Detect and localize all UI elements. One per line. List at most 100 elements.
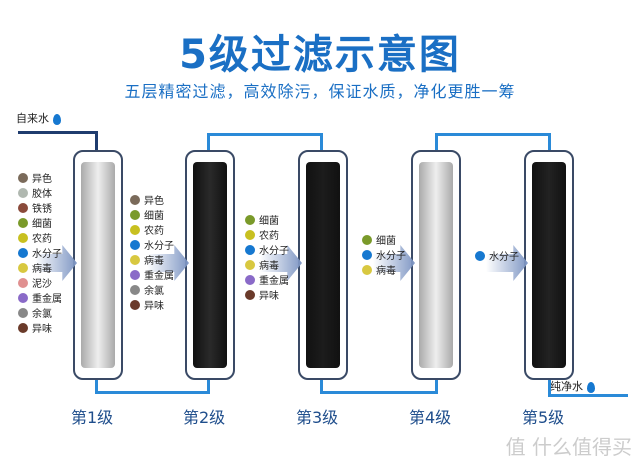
pipe (207, 380, 210, 393)
filter-core (419, 162, 453, 368)
contaminant-icon (18, 187, 28, 198)
contaminant-label: 水分子 (144, 241, 174, 252)
filter-core (193, 162, 227, 368)
contaminant-item: 异味 (18, 320, 62, 335)
contaminant-item: 农药 (18, 230, 62, 245)
filter-cartridge-3 (298, 150, 348, 380)
filter-cartridge-2 (185, 150, 235, 380)
contaminant-icon (362, 249, 372, 260)
contaminant-label: 农药 (259, 231, 279, 242)
contaminant-label: 异色 (144, 196, 164, 207)
pipe (435, 133, 551, 136)
contaminant-icon (245, 229, 255, 240)
contaminant-label: 重金属 (32, 294, 62, 305)
filter-cartridge-5 (524, 150, 574, 380)
contaminant-item: 水分子 (475, 248, 519, 263)
contaminant-item: 泥沙 (18, 275, 62, 290)
contaminant-item: 余氯 (130, 282, 174, 297)
pipe (320, 133, 323, 151)
contaminant-label: 细菌 (259, 216, 279, 227)
contaminant-label: 水分子 (259, 246, 289, 257)
contaminant-item: 水分子 (18, 245, 62, 260)
contaminant-label: 水分子 (32, 249, 62, 260)
contaminant-item: 重金属 (18, 290, 62, 305)
contaminant-label: 胶体 (32, 189, 52, 200)
contaminant-icon (245, 259, 255, 270)
contaminant-label: 重金属 (144, 271, 174, 282)
outlet-text: 纯净水 (550, 380, 583, 393)
contaminant-item: 异味 (245, 287, 289, 302)
contaminant-icon (18, 172, 28, 183)
contaminant-icon (18, 247, 28, 258)
contaminant-icon (245, 214, 255, 225)
contaminant-label: 水分子 (376, 251, 406, 262)
contaminant-icon (130, 284, 140, 295)
pipe (95, 391, 210, 394)
outlet-pipe (548, 394, 628, 397)
stage-label: 第3级 (296, 408, 339, 427)
stage-label: 第1级 (71, 408, 114, 427)
pipe (435, 380, 438, 393)
contaminant-label: 细菌 (376, 236, 396, 247)
watermark: 值 什么值得买 (505, 435, 632, 459)
contaminant-icon (18, 217, 28, 228)
contaminant-icon (18, 262, 28, 273)
contaminant-label: 病毒 (144, 256, 164, 267)
contaminant-label: 病毒 (376, 266, 396, 277)
contaminant-icon (18, 232, 28, 243)
contaminant-icon (130, 254, 140, 265)
outlet-pipe (548, 380, 551, 396)
contaminant-label: 铁锈 (32, 204, 52, 215)
inlet-label: 自来水 (16, 110, 61, 126)
contaminant-icon (130, 299, 140, 310)
contaminant-label: 细菌 (144, 211, 164, 222)
contaminant-item: 病毒 (130, 252, 174, 267)
contaminant-label: 泥沙 (32, 279, 52, 290)
subtitle: 五层精密过滤，高效除污，保证水质，净化更胜一筹 (124, 82, 516, 101)
contaminant-label: 余氯 (144, 286, 164, 297)
filter-core (532, 162, 566, 368)
contaminant-item: 病毒 (362, 262, 406, 277)
contaminant-icon (245, 289, 255, 300)
contaminant-list: 异色胶体铁锈细菌农药水分子病毒泥沙重金属余氯异味 (18, 170, 62, 335)
contaminant-icon (18, 202, 28, 213)
contaminant-icon (130, 269, 140, 280)
contaminant-icon (18, 307, 28, 318)
stage-label: 第2级 (183, 408, 226, 427)
contaminant-icon (130, 209, 140, 220)
contaminant-item: 细菌 (245, 212, 289, 227)
filter-core (81, 162, 115, 368)
contaminant-label: 异味 (32, 324, 52, 335)
contaminant-icon (475, 250, 485, 261)
contaminant-list: 异色细菌农药水分子病毒重金属余氯异味 (130, 192, 174, 312)
contaminant-item: 病毒 (245, 257, 289, 272)
pipe (435, 133, 438, 151)
contaminant-item: 铁锈 (18, 200, 62, 215)
contaminant-label: 重金属 (259, 276, 289, 287)
contaminant-item: 异味 (130, 297, 174, 312)
contaminant-icon (18, 322, 28, 333)
contaminant-label: 细菌 (32, 219, 52, 230)
contaminant-item: 农药 (130, 222, 174, 237)
inlet-pipe (18, 131, 98, 134)
contaminant-item: 重金属 (130, 267, 174, 282)
filter-core (306, 162, 340, 368)
contaminant-list: 细菌水分子病毒 (362, 232, 406, 277)
contaminant-item: 水分子 (245, 242, 289, 257)
contaminant-item: 病毒 (18, 260, 62, 275)
inlet-pipe (95, 131, 98, 151)
contaminant-icon (130, 239, 140, 250)
pipe (320, 380, 323, 393)
filter-cartridge-4 (411, 150, 461, 380)
contaminant-icon (130, 224, 140, 235)
contaminant-item: 异色 (18, 170, 62, 185)
contaminant-label: 异味 (144, 301, 164, 312)
contaminant-item: 细菌 (362, 232, 406, 247)
contaminant-icon (130, 194, 140, 205)
page-title: 5级过滤示意图 (179, 32, 461, 78)
contaminant-icon (362, 264, 372, 275)
contaminant-icon (245, 244, 255, 255)
contaminant-label: 余氯 (32, 309, 52, 320)
contaminant-icon (18, 292, 28, 303)
contaminant-icon (362, 234, 372, 245)
